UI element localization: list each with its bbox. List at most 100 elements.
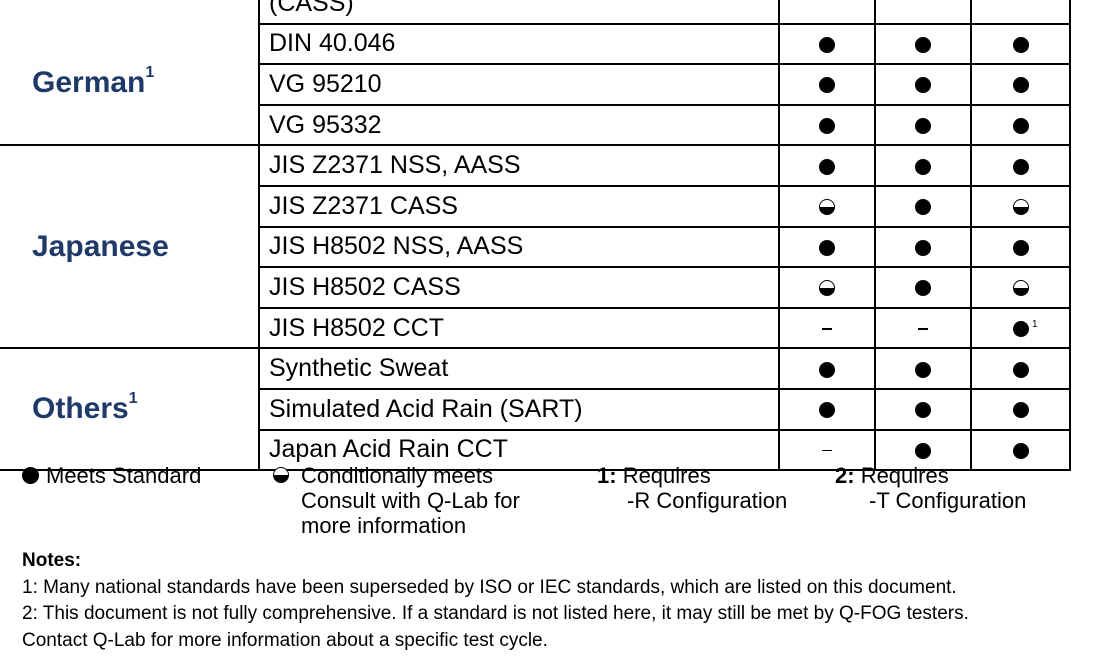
category-footnote-marker: 1 xyxy=(145,64,155,82)
mark-footnote-marker: 1 xyxy=(1032,318,1038,330)
full-circle-icon xyxy=(819,402,835,419)
full-circle-icon xyxy=(819,117,835,134)
full-circle-icon xyxy=(22,466,39,484)
dash-icon xyxy=(822,449,832,452)
compliance-cell xyxy=(874,429,971,472)
full-circle-icon xyxy=(915,199,931,216)
compliance-cell xyxy=(778,348,875,390)
compliance-cell xyxy=(874,388,971,431)
legend-conditional: Conditionally meets Consult with Q-Lab f… xyxy=(273,463,520,538)
compliance-cell xyxy=(874,267,971,309)
half-circle-icon xyxy=(273,467,289,483)
note-1: 1: Many national standards have been sup… xyxy=(22,576,957,598)
compliance-cell xyxy=(970,104,1071,147)
standard-name: Simulated Acid Rain (SART) xyxy=(258,388,779,431)
compliance-cell xyxy=(874,104,971,147)
compliance-cell xyxy=(970,388,1071,431)
compliance-cell xyxy=(778,64,875,106)
compliance-cell xyxy=(874,348,971,390)
full-circle-icon xyxy=(819,36,835,53)
full-circle-icon xyxy=(819,77,835,94)
category-label: German xyxy=(32,66,146,100)
standard-name: Japan Acid Rain CCT xyxy=(258,429,779,472)
full-circle-icon xyxy=(1012,361,1029,378)
full-circle-icon xyxy=(915,402,931,419)
table-row: JIS H8502 CCT 1 xyxy=(0,307,1071,350)
legend-meets: Meets Standard xyxy=(22,463,201,488)
table-row: German1(CASS) xyxy=(0,0,1071,147)
compliance-cell xyxy=(778,185,875,228)
legend-conditional-line2: Consult with Q-Lab for xyxy=(301,488,520,513)
category-cell: Japanese xyxy=(0,145,259,350)
full-circle-icon xyxy=(1012,320,1029,337)
table-row: JIS H8502 NSS, AASS xyxy=(0,226,1071,269)
standard-name: JIS Z2371 CASS xyxy=(258,185,779,228)
standard-name: DIN 40.046 xyxy=(258,23,779,66)
table-row: VG 95210 xyxy=(0,64,1071,106)
compliance-cell xyxy=(778,23,875,66)
compliance-cell xyxy=(874,226,971,269)
table-row: JIS Z2371 CASS xyxy=(0,185,1071,228)
half-circle-icon xyxy=(1012,199,1029,216)
dash-icon xyxy=(918,328,928,330)
compliance-cell xyxy=(778,429,875,472)
full-circle-icon xyxy=(819,158,835,175)
full-circle-icon xyxy=(915,117,931,134)
category-cell: German1 xyxy=(0,0,259,147)
full-circle-icon xyxy=(915,280,931,297)
table-row: VG 95332 xyxy=(0,104,1071,147)
compliance-cell xyxy=(970,23,1071,66)
full-circle-icon xyxy=(1012,36,1029,53)
compliance-cell xyxy=(778,388,875,431)
standard-name: JIS H8502 NSS, AASS xyxy=(258,226,779,269)
legend-conditional-line1: Conditionally meets xyxy=(301,463,493,488)
standard-name: (CASS) xyxy=(258,0,779,25)
table-row: JIS H8502 CASS xyxy=(0,267,1071,309)
category-footnote-marker: 1 xyxy=(128,390,138,408)
compliance-cell xyxy=(874,185,971,228)
compliance-cell xyxy=(970,429,1071,472)
full-circle-icon xyxy=(915,158,931,175)
compliance-cell xyxy=(874,307,971,350)
standard-name: JIS H8502 CCT xyxy=(258,307,779,350)
legend-requires-t: 2: Requires -T Configuration xyxy=(835,463,1026,513)
legend-req2-line1: Requires xyxy=(860,463,949,488)
dash-icon xyxy=(822,328,832,330)
legend-req2-line2: -T Configuration xyxy=(869,488,1027,513)
note-3: Contact Q-Lab for more information about… xyxy=(22,629,548,651)
compliance-cell xyxy=(970,185,1071,228)
notes-section: Notes: 1: Many national standards have b… xyxy=(22,548,969,654)
table-row: DIN 40.046 xyxy=(0,23,1071,66)
compliance-cell xyxy=(778,307,875,350)
full-circle-icon xyxy=(1012,442,1029,459)
full-circle-icon xyxy=(819,239,835,256)
half-circle-icon xyxy=(819,280,835,297)
compliance-cell xyxy=(778,145,875,187)
full-circle-icon xyxy=(915,77,931,94)
category-cell: Others1 xyxy=(0,348,259,472)
legend-req1-line1: Requires xyxy=(622,463,711,488)
full-circle-icon xyxy=(1012,402,1029,419)
category-label: Japanese xyxy=(32,229,169,263)
notes-heading: Notes: xyxy=(22,550,82,571)
standard-name: VG 95210 xyxy=(258,64,779,106)
compliance-cell xyxy=(970,267,1071,309)
compliance-cell xyxy=(874,64,971,106)
half-circle-icon xyxy=(819,199,835,216)
full-circle-icon xyxy=(1012,77,1029,94)
half-circle-icon xyxy=(1012,280,1029,297)
compliance-cell xyxy=(970,64,1071,106)
compliance-cell xyxy=(970,0,1071,25)
compliance-cell xyxy=(970,348,1071,390)
legend-req1-line2: -R Configuration xyxy=(627,488,788,513)
compliance-cell xyxy=(874,23,971,66)
standard-name: JIS H8502 CASS xyxy=(258,267,779,309)
compliance-cell xyxy=(778,0,875,25)
compliance-cell xyxy=(778,226,875,269)
full-circle-icon xyxy=(915,36,931,53)
category-label: Others xyxy=(32,392,129,426)
full-circle-icon xyxy=(915,442,931,459)
